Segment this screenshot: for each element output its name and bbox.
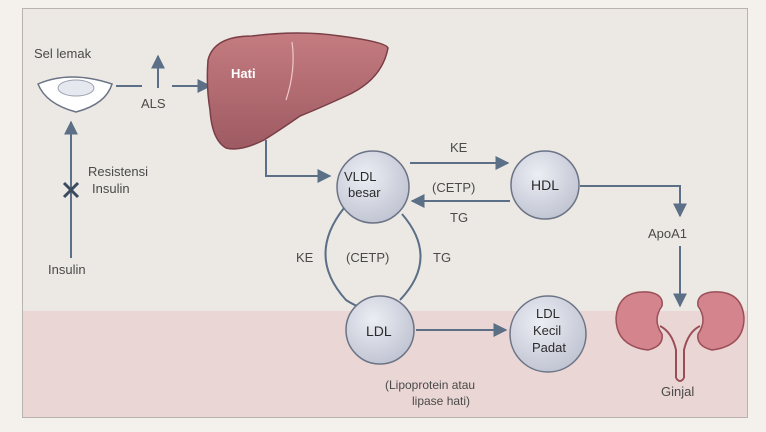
label-hati: Hati (231, 66, 256, 81)
label-resistensi: Resistensi (88, 164, 148, 179)
label-als: ALS (141, 96, 166, 111)
liver-icon (207, 33, 388, 149)
label-vldl: VLDL (344, 169, 377, 184)
label-ldl-kecil-2: Kecil (533, 323, 561, 338)
label-ke-top: KE (450, 140, 468, 155)
arrow-ldl-to-vldl (400, 214, 421, 300)
label-apoa1: ApoA1 (648, 226, 687, 241)
label-cetp-top: (CETP) (432, 180, 475, 195)
label-cetp-mid: (CETP) (346, 250, 389, 265)
label-insulin: Insulin (48, 262, 86, 277)
label-besar: besar (348, 185, 381, 200)
label-ldl-kecil-3: Padat (532, 340, 566, 355)
arrow-hdl-to-apoa1 (580, 186, 680, 216)
label-sel-lemak: Sel lemak (34, 46, 92, 61)
arrow-liver-to-vldl (266, 140, 330, 176)
label-ldl-kecil-1: LDL (536, 306, 560, 321)
fat-cell-icon (38, 77, 112, 112)
label-hdl: HDL (531, 177, 559, 193)
label-ldl: LDL (366, 323, 392, 339)
label-ke-left: KE (296, 250, 314, 265)
label-insulin-resistance: Insulin (92, 181, 130, 196)
label-lipoprotein: (Lipoprotein atau (385, 378, 475, 392)
label-lipase-hati: lipase hati) (412, 394, 470, 408)
label-tg-top: TG (450, 210, 468, 225)
label-ginjal: Ginjal (661, 384, 694, 399)
label-tg-mid: TG (433, 250, 451, 265)
